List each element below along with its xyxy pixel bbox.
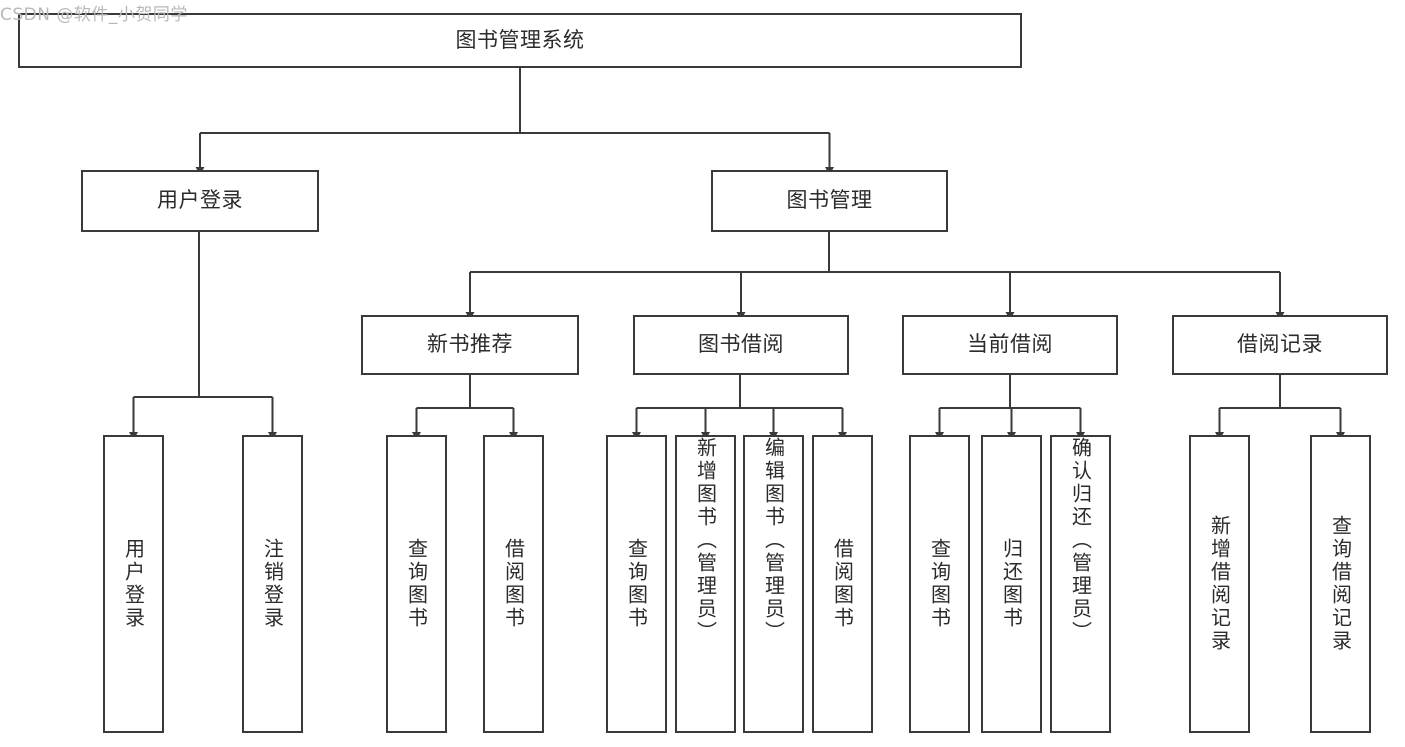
node-current-borrow[interactable]: 当前借阅 bbox=[902, 315, 1118, 375]
node-borrow-record[interactable]: 借阅记录 bbox=[1172, 315, 1388, 375]
node-label-new-book-recommend: 新书推荐 bbox=[427, 332, 513, 357]
node-label-user-login: 用户登录 bbox=[157, 188, 243, 213]
watermark-text: CSDN @软件_小贺同学 bbox=[0, 5, 188, 25]
node-leaf-query-book-3[interactable]: 查询图书 bbox=[909, 435, 970, 733]
node-label-leaf-query-book-2: 查询图书 bbox=[624, 538, 649, 630]
node-label-root: 图书管理系统 bbox=[455, 27, 585, 52]
node-leaf-add-book-admin[interactable]: 新增图书（管理员） bbox=[675, 435, 736, 733]
node-leaf-confirm-return-admin[interactable]: 确认归还（管理员） bbox=[1050, 435, 1111, 733]
node-label-leaf-confirm-return-admin: 确认归还（管理员） bbox=[1068, 437, 1093, 644]
node-leaf-query-borrow-record[interactable]: 查询借阅记录 bbox=[1310, 435, 1371, 733]
node-label-book-borrow: 图书借阅 bbox=[698, 332, 784, 357]
node-leaf-query-book-2[interactable]: 查询图书 bbox=[606, 435, 667, 733]
node-leaf-borrow-book-1[interactable]: 借阅图书 bbox=[483, 435, 544, 733]
node-user-login[interactable]: 用户登录 bbox=[81, 170, 319, 232]
node-leaf-edit-book-admin[interactable]: 编辑图书（管理员） bbox=[743, 435, 804, 733]
node-new-book-recommend[interactable]: 新书推荐 bbox=[361, 315, 579, 375]
node-leaf-borrow-book-2[interactable]: 借阅图书 bbox=[812, 435, 873, 733]
node-leaf-user-logout[interactable]: 注销登录 bbox=[242, 435, 303, 733]
node-label-leaf-return-book: 归还图书 bbox=[999, 538, 1024, 630]
node-leaf-add-borrow-record[interactable]: 新增借阅记录 bbox=[1189, 435, 1250, 733]
node-label-leaf-edit-book-admin: 编辑图书（管理员） bbox=[761, 437, 786, 644]
node-label-leaf-user-logout: 注销登录 bbox=[260, 538, 285, 630]
node-leaf-return-book[interactable]: 归还图书 bbox=[981, 435, 1042, 733]
node-book-manage[interactable]: 图书管理 bbox=[711, 170, 948, 232]
node-label-leaf-user-login: 用户登录 bbox=[121, 538, 146, 630]
node-leaf-query-book-1[interactable]: 查询图书 bbox=[386, 435, 447, 733]
node-label-leaf-query-book-3: 查询图书 bbox=[927, 538, 952, 630]
node-label-leaf-borrow-book-2: 借阅图书 bbox=[830, 538, 855, 630]
node-label-leaf-borrow-book-1: 借阅图书 bbox=[501, 538, 526, 630]
node-label-current-borrow: 当前借阅 bbox=[967, 332, 1053, 357]
node-label-leaf-add-book-admin: 新增图书（管理员） bbox=[693, 437, 718, 644]
node-label-leaf-query-book-1: 查询图书 bbox=[404, 538, 429, 630]
node-leaf-user-login[interactable]: 用户登录 bbox=[103, 435, 164, 733]
node-book-borrow[interactable]: 图书借阅 bbox=[633, 315, 849, 375]
node-label-leaf-query-borrow-record: 查询借阅记录 bbox=[1328, 515, 1353, 653]
node-root[interactable]: 图书管理系统 bbox=[18, 13, 1022, 68]
node-label-leaf-add-borrow-record: 新增借阅记录 bbox=[1207, 515, 1232, 653]
node-label-borrow-record: 借阅记录 bbox=[1237, 332, 1323, 357]
node-label-book-manage: 图书管理 bbox=[786, 188, 873, 213]
